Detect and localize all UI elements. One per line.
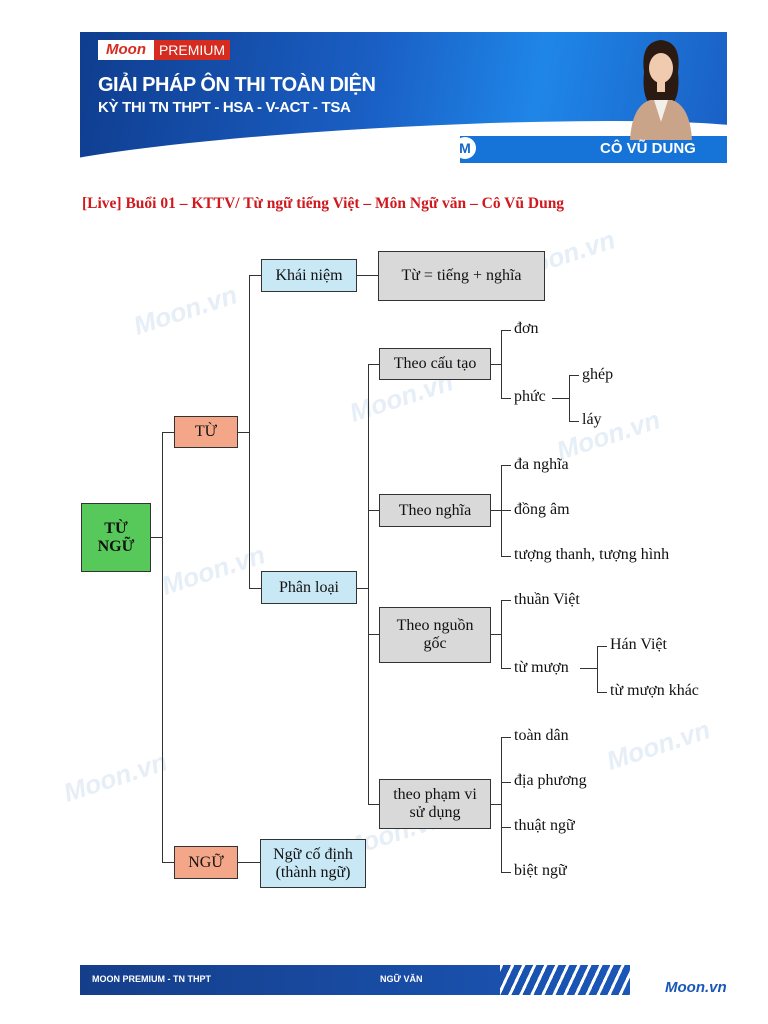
teacher-name: CÔ VŨ DUNG [600, 140, 696, 157]
connector [491, 804, 501, 805]
teacher-photo [630, 40, 692, 140]
connector [368, 634, 379, 635]
moon-logo: Moon [98, 40, 154, 60]
connector [597, 646, 607, 647]
root-node: TỪ NGỮ [81, 503, 151, 572]
connector [569, 375, 579, 376]
connector [501, 330, 502, 398]
leaf-lay: láy [582, 411, 602, 428]
connector [501, 556, 511, 557]
connector [501, 668, 511, 669]
connector [580, 668, 597, 669]
connector [501, 737, 502, 872]
leaf-tu-muon: từ mượn [514, 659, 569, 676]
connector [368, 804, 379, 805]
connector [597, 692, 607, 693]
connector [501, 872, 511, 873]
ngu-co-dinh-node: Ngữ cố định (thành ngữ) [260, 839, 366, 888]
connector [151, 537, 162, 538]
lesson-title: [Live] Buổi 01 – KTTV/ Từ ngữ tiếng Việt… [82, 195, 565, 212]
connector [501, 737, 511, 738]
connector [569, 375, 570, 421]
watermark: Moon.vn [602, 714, 714, 776]
connector [552, 398, 569, 399]
banner-headline: GIẢI PHÁP ÔN THI TOÀN DIỆN [98, 74, 376, 96]
leaf-thuan-viet: thuần Việt [514, 591, 580, 608]
leaf-dong-am: đồng âm [514, 501, 570, 518]
connector [238, 862, 260, 863]
connector [501, 600, 502, 668]
premium-logo: PREMIUM [154, 40, 230, 60]
leaf-dia-phuong: địa phương [514, 772, 587, 789]
tu-node: TỪ [174, 416, 238, 448]
connector [162, 862, 174, 863]
leaf-da-nghia: đa nghĩa [514, 456, 569, 473]
phan-loai-node: Phân loại [261, 571, 357, 604]
connector [501, 398, 511, 399]
connector [249, 588, 261, 589]
footer-program: MOON PREMIUM - TN THPT [92, 974, 211, 984]
connector [491, 634, 501, 635]
connector [501, 827, 511, 828]
page-footer: MOON PREMIUM - TN THPT NGỮ VĂN Moon.vn [80, 965, 727, 996]
connector [501, 465, 511, 466]
leaf-ghep: ghép [582, 366, 614, 383]
banner-name-strip [460, 136, 727, 163]
leaf-han-viet: Hán Việt [610, 636, 667, 653]
connector [491, 364, 501, 365]
connector [501, 510, 511, 511]
theo-pham-vi-node: theo phạm vi sử dụng [379, 779, 491, 829]
footer-logo: Moon.vn [665, 979, 727, 996]
connector [368, 364, 369, 804]
banner-subheadline: KỲ THI TN THPT - HSA - V-ACT - TSA [98, 99, 351, 116]
connector [357, 588, 368, 589]
theo-nghia-node: Theo nghĩa [379, 494, 491, 527]
leaf-phuc: phức [514, 388, 546, 405]
connector [368, 364, 379, 365]
connector [249, 275, 261, 276]
leaf-tuong-thanh: tượng thanh, tượng hình [514, 546, 670, 563]
connector [597, 646, 598, 692]
ngu-node: NGỮ [174, 846, 238, 879]
khai-niem-node: Khái niệm [261, 259, 357, 292]
watermark: Moon.vn [59, 746, 171, 808]
connector [501, 330, 511, 331]
connector [238, 432, 249, 433]
watermark: Moon.vn [129, 279, 241, 341]
leaf-tu-muon-khac: từ mượn khác [610, 682, 699, 699]
leaf-thuat-ngu: thuật ngữ [514, 817, 575, 834]
connector [569, 421, 579, 422]
leaf-toan-dan: toàn dân [514, 727, 569, 744]
connector [501, 782, 511, 783]
theo-nguon-goc-node: Theo nguồn gốc [379, 607, 491, 663]
theo-cau-tao-node: Theo cấu tạo [379, 348, 491, 380]
header-banner: Moon PREMIUM GIẢI PHÁP ÔN THI TOÀN DIỆN … [80, 32, 727, 163]
moon-badge-icon: M [454, 137, 476, 159]
connector [501, 600, 511, 601]
watermark: Moon.vn [157, 539, 269, 601]
connector [357, 275, 378, 276]
connector [249, 275, 250, 588]
footer-subject: NGỮ VĂN [380, 974, 423, 984]
connector [491, 510, 501, 511]
connector [368, 510, 379, 511]
connector [162, 432, 174, 433]
leaf-don: đơn [514, 320, 539, 337]
leaf-biet-ngu: biệt ngữ [514, 862, 567, 879]
definition-node: Từ = tiếng + nghĩa [378, 251, 545, 301]
footer-stripe-decoration [500, 965, 660, 995]
connector [162, 432, 163, 862]
